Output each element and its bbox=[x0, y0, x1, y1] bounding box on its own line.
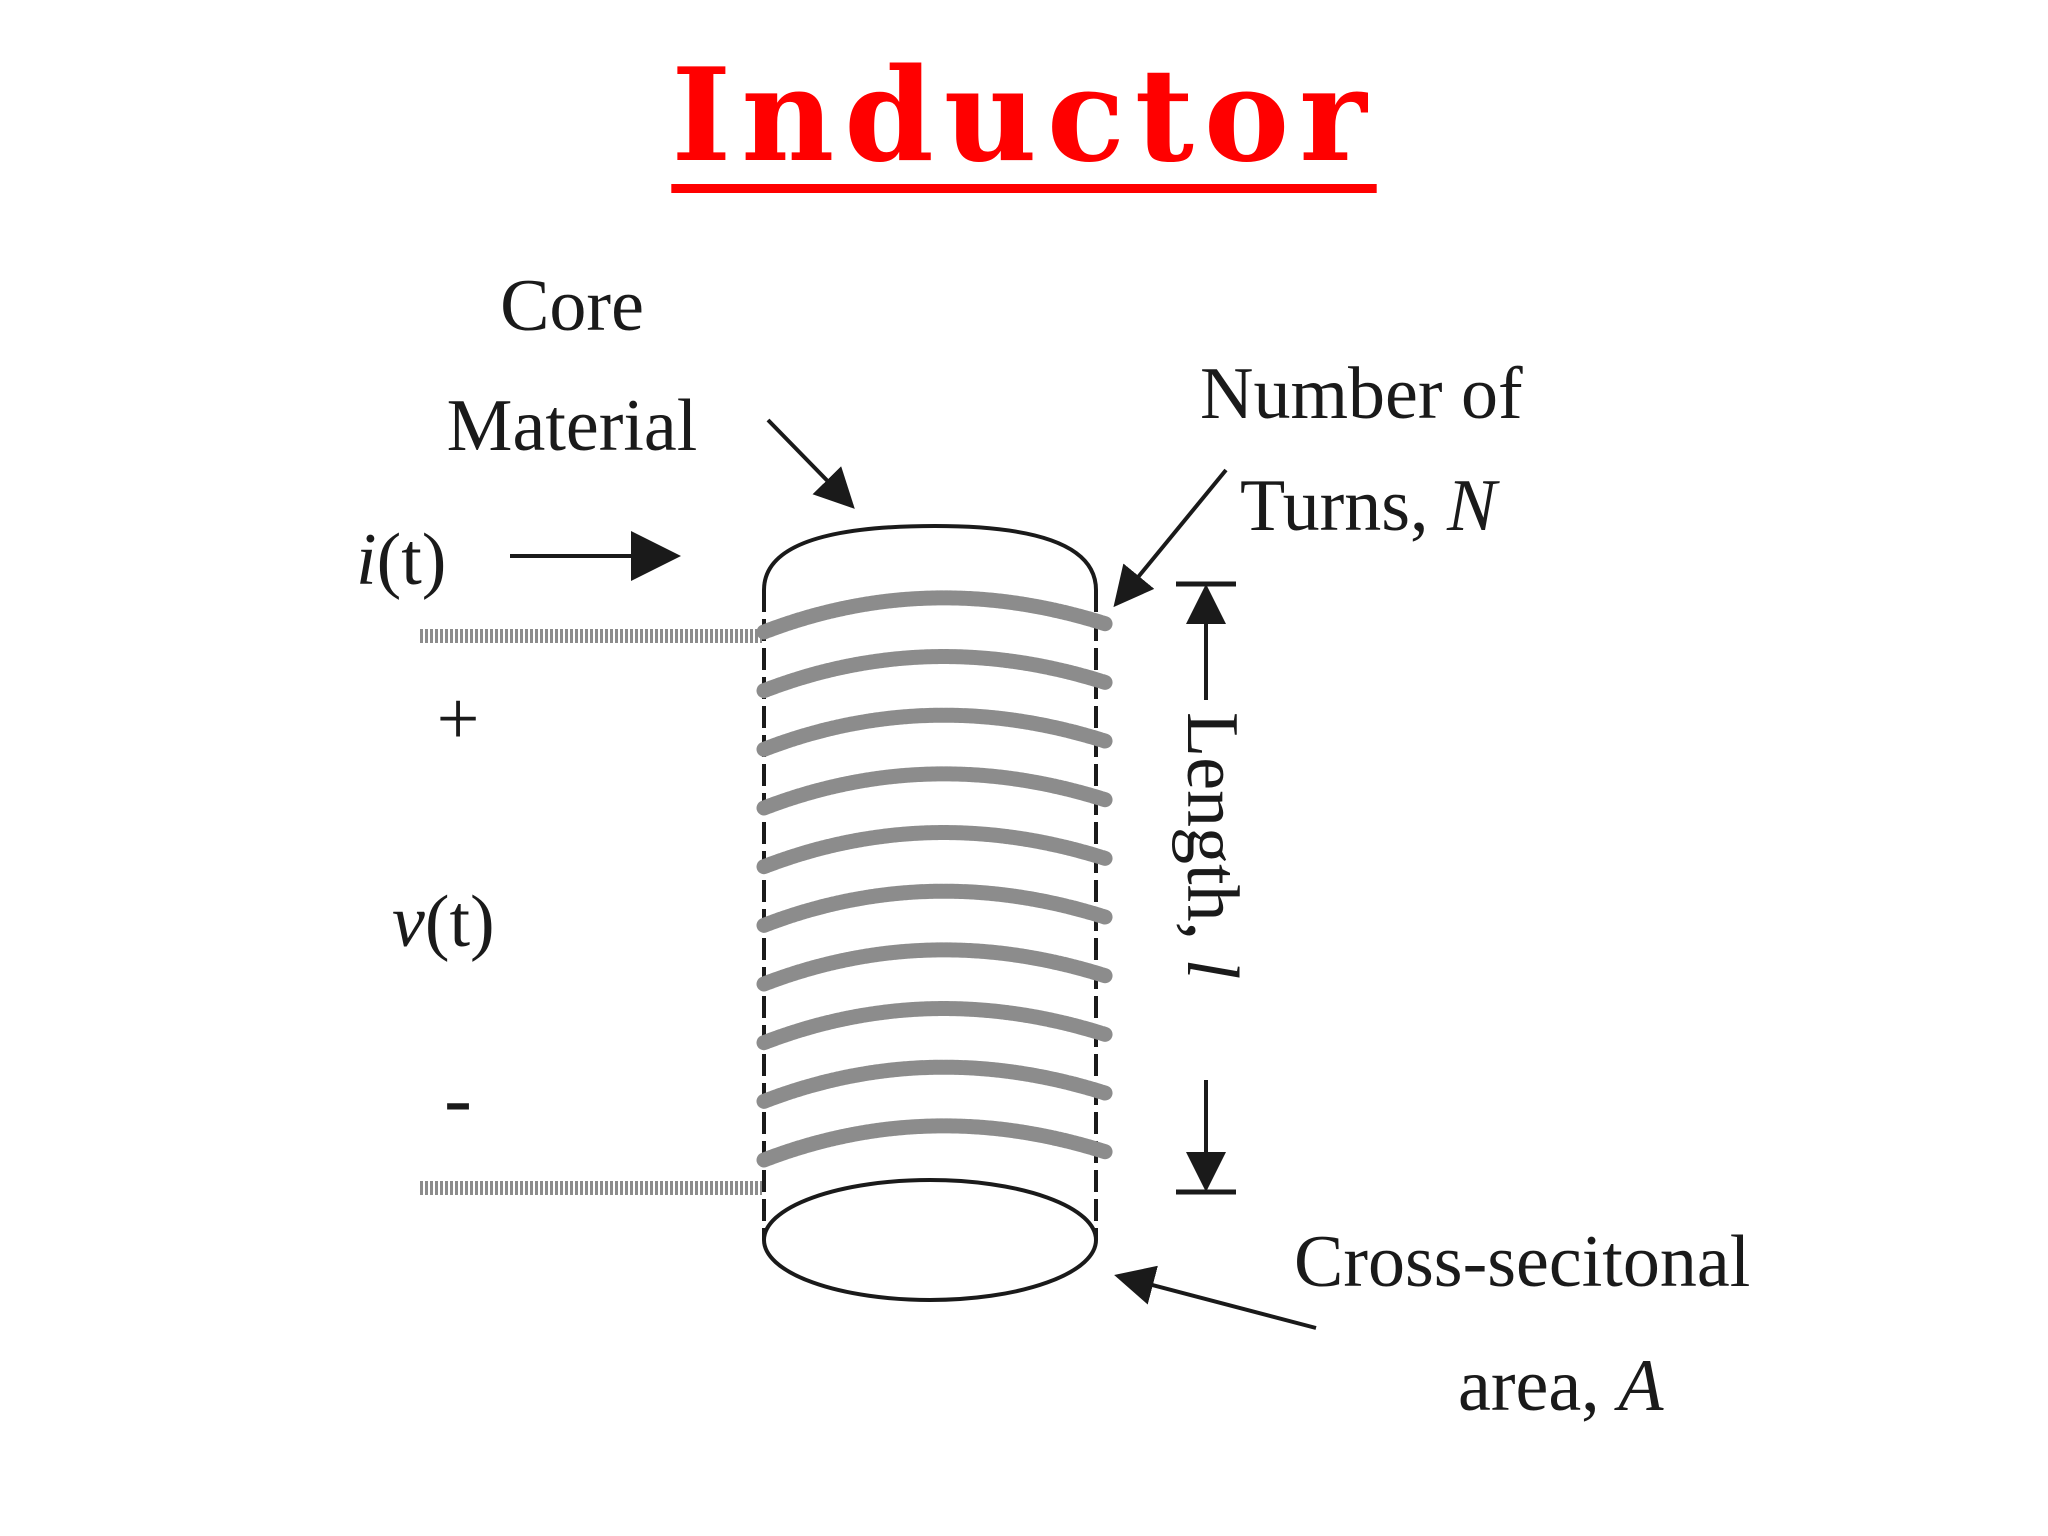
current-arg: (t) bbox=[377, 519, 447, 601]
turns-label-line1: Number of bbox=[1200, 353, 1523, 435]
core-top-arc bbox=[762, 523, 1098, 591]
plus-sign: + bbox=[437, 677, 480, 761]
coil-turn bbox=[756, 942, 1114, 992]
coil-turn bbox=[756, 1059, 1114, 1109]
voltage-arg: (t) bbox=[425, 881, 495, 963]
area-label-text: area, bbox=[1458, 1345, 1618, 1427]
minus-sign: - bbox=[444, 1052, 472, 1145]
coil-turn bbox=[756, 649, 1114, 699]
length-label-text: Length, bbox=[1171, 712, 1253, 959]
area-symbol: A bbox=[1613, 1345, 1664, 1427]
current-label: i(t) bbox=[356, 519, 446, 601]
core-bottom-face bbox=[762, 1178, 1098, 1302]
turns-label-line2: Turns, N bbox=[1240, 465, 1500, 547]
length-dimension bbox=[1176, 581, 1236, 1195]
coil-turn bbox=[756, 883, 1114, 933]
coil-turn bbox=[756, 590, 1114, 640]
page-title: Inductor bbox=[671, 41, 1377, 191]
coil-turn bbox=[756, 707, 1114, 757]
core-label-line1: Core bbox=[500, 265, 644, 347]
core-label-line2: Material bbox=[447, 385, 698, 467]
area-label-line2: area, A bbox=[1458, 1345, 1664, 1427]
core-cylinder bbox=[762, 523, 1098, 1302]
current-symbol: i bbox=[356, 519, 377, 601]
coil-turn bbox=[756, 1118, 1114, 1168]
core-arrow bbox=[766, 418, 855, 509]
coil-windings bbox=[756, 590, 1114, 1168]
coil-turn bbox=[756, 766, 1114, 816]
length-symbol: l bbox=[1171, 959, 1253, 980]
length-label: Length, l bbox=[1171, 712, 1253, 979]
turns-arrow bbox=[1113, 468, 1228, 608]
voltage-label: v(t) bbox=[392, 881, 495, 963]
area-label-line1: Cross-secitonal bbox=[1294, 1221, 1750, 1303]
voltage-symbol: v bbox=[392, 881, 425, 963]
coil-turn bbox=[756, 825, 1114, 875]
coil-turn bbox=[756, 1001, 1114, 1051]
turns-label-text: Turns, bbox=[1240, 465, 1447, 547]
turns-symbol: N bbox=[1446, 465, 1500, 547]
area-arrow bbox=[1114, 1265, 1317, 1330]
